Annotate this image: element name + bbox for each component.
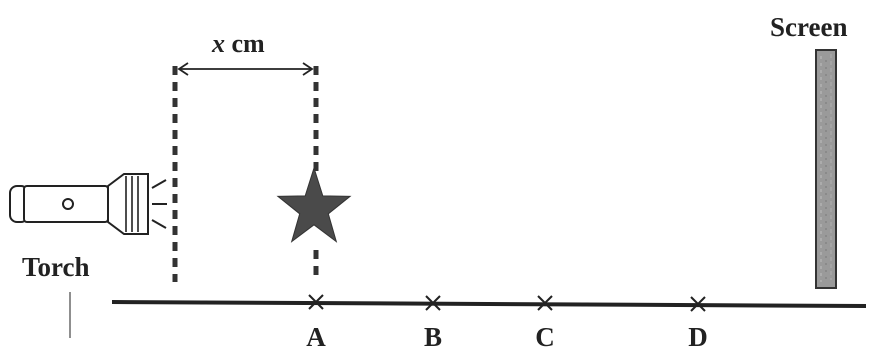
point-label-a: A — [306, 322, 326, 352]
point-mark-c — [537, 295, 553, 311]
screen-label: Screen — [770, 12, 847, 42]
torch-label: Torch — [22, 252, 90, 282]
distance-unit: cm — [225, 29, 265, 58]
point-mark-a — [308, 294, 324, 310]
distance-variable: x — [211, 29, 225, 58]
point-label-d: D — [688, 322, 708, 352]
distance-arrow — [177, 62, 314, 76]
distance-label: x cm — [211, 29, 265, 58]
torch-icon — [9, 173, 167, 235]
ground-line — [111, 300, 867, 308]
screen-icon — [815, 49, 837, 289]
point-mark-d — [690, 296, 706, 312]
point-label-c: C — [535, 322, 555, 352]
point-mark-b — [425, 295, 441, 311]
star-icon — [276, 166, 352, 243]
point-label-b: B — [424, 322, 442, 352]
